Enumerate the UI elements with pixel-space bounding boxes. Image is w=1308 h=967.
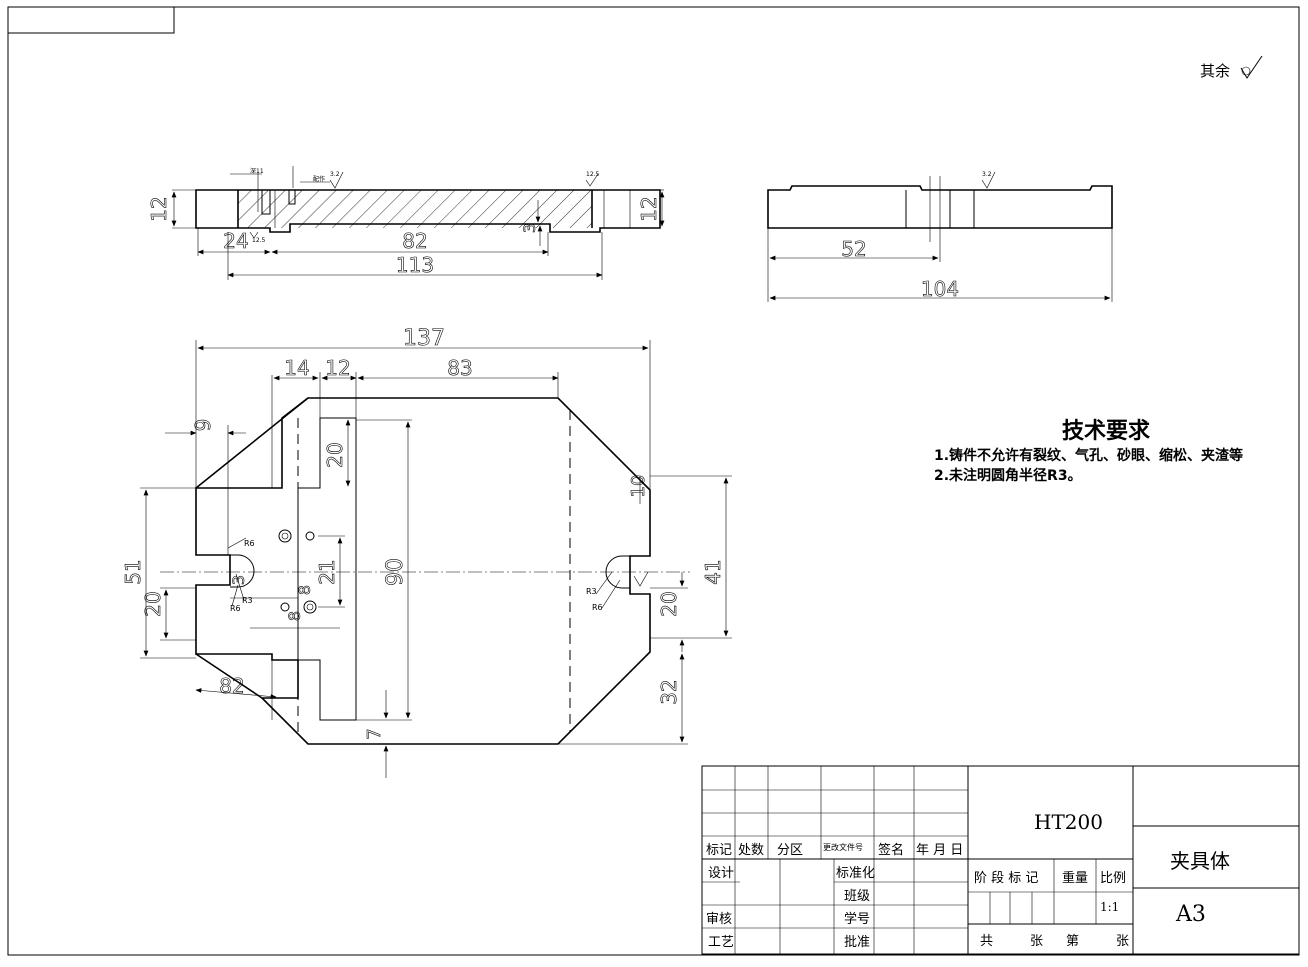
tb-sheet-unit2: 张	[1116, 934, 1130, 949]
svg-text:深11: 深11	[250, 167, 264, 175]
svg-text:8: 8	[285, 611, 304, 621]
tb-row-process: 工艺	[708, 935, 735, 950]
svg-text:52: 52	[841, 237, 866, 261]
svg-text:12.5: 12.5	[252, 237, 266, 244]
tb-stage-label: 阶 段 标 记	[974, 871, 1039, 886]
tb-row-standard: 标准化	[836, 866, 876, 881]
drawing-border	[7, 6, 1300, 956]
tb-ratio-label: 比例	[1100, 871, 1127, 886]
tb-row-class: 班级	[844, 889, 871, 904]
svg-text:12.5: 12.5	[586, 171, 600, 178]
svg-text:7: 7	[364, 728, 385, 739]
tech-requirement-1: 1.铸件不允许有裂纹、气孔、砂眼、缩松、夹渣等	[934, 448, 1244, 464]
tb-header-zone: 分区	[777, 843, 804, 858]
svg-text:104: 104	[921, 277, 959, 301]
svg-text:24: 24	[223, 229, 248, 253]
svg-text:12: 12	[325, 356, 350, 380]
tb-header-count: 处数	[738, 843, 765, 858]
tech-requirement-2: 2.未注明圆角半径R3。	[934, 468, 1082, 484]
svg-text:113: 113	[396, 253, 434, 277]
top-view: 3.2 12.5 12.5 深11 配作 12 12 24 82 113 3	[147, 166, 665, 280]
plan-view: R6 R3 R6 R3 R6 137 14 12 83 9 20 51 20	[121, 326, 732, 778]
tb-part-name: 夹具体	[1170, 849, 1230, 873]
svg-text:137: 137	[403, 326, 445, 351]
tb-sheet-total: 共	[980, 934, 994, 949]
svg-text:41: 41	[701, 559, 725, 584]
side-view: 3.2 52 104	[767, 171, 1113, 302]
svg-text:9: 9	[191, 419, 215, 432]
svg-text:8: 8	[295, 585, 314, 595]
tb-ratio-value: 1:1	[1100, 900, 1120, 914]
tb-paper-size: A3	[1176, 902, 1206, 927]
tb-header-sign: 签名	[878, 843, 905, 858]
tb-weight-label: 重量	[1062, 871, 1089, 886]
tb-header-docno: 更改文件号	[823, 843, 863, 852]
svg-text:12: 12	[147, 196, 171, 221]
tb-sheet-no: 第	[1066, 934, 1080, 949]
svg-text:14: 14	[284, 356, 309, 380]
svg-text:3: 3	[229, 575, 248, 585]
tb-header-date: 年 月 日	[916, 843, 964, 858]
svg-text:21: 21	[315, 559, 339, 584]
svg-text:其余: 其余	[1200, 62, 1230, 80]
title-block	[701, 765, 1300, 955]
svg-text:51: 51	[121, 559, 145, 584]
svg-text:32: 32	[657, 679, 681, 704]
tb-header-mark: 标记	[706, 843, 733, 858]
svg-text:82: 82	[219, 674, 244, 698]
tb-row-review: 审核	[706, 912, 733, 927]
svg-text:R3: R3	[586, 587, 597, 596]
tb-row-approve: 批准	[844, 935, 871, 950]
svg-text:3.2: 3.2	[982, 171, 992, 178]
corner-label-box	[7, 6, 175, 34]
tb-row-student-no: 学号	[844, 912, 871, 927]
svg-text:83: 83	[447, 356, 472, 380]
svg-text:R3: R3	[242, 596, 253, 605]
tb-row-design: 设计	[708, 866, 735, 881]
surface-roughness-note: 其余	[1200, 55, 1263, 80]
svg-text:20: 20	[323, 442, 347, 467]
tech-requirements-title: 技术要求	[1062, 419, 1151, 444]
svg-text:12: 12	[637, 196, 661, 221]
tb-material: HT200	[1034, 810, 1103, 834]
svg-text:20: 20	[141, 591, 165, 616]
svg-text:3: 3	[520, 223, 539, 233]
svg-text:82: 82	[402, 229, 427, 253]
top-view-hatch	[238, 190, 592, 228]
svg-text:90: 90	[383, 558, 408, 586]
technical-requirements: 技术要求 1.铸件不允许有裂纹、气孔、砂眼、缩松、夹渣等 2.未注明圆角半径R3…	[930, 418, 1308, 486]
svg-text:10: 10	[628, 475, 649, 498]
svg-text:R6: R6	[230, 604, 241, 613]
svg-text:R6: R6	[244, 539, 255, 548]
svg-text:配作: 配作	[313, 175, 325, 183]
svg-text:20: 20	[657, 591, 681, 616]
roughness-check-icon	[1240, 55, 1263, 79]
tb-sheet-unit: 张	[1030, 934, 1044, 949]
svg-text:R6: R6	[592, 603, 603, 612]
svg-text:3.2: 3.2	[330, 171, 340, 178]
